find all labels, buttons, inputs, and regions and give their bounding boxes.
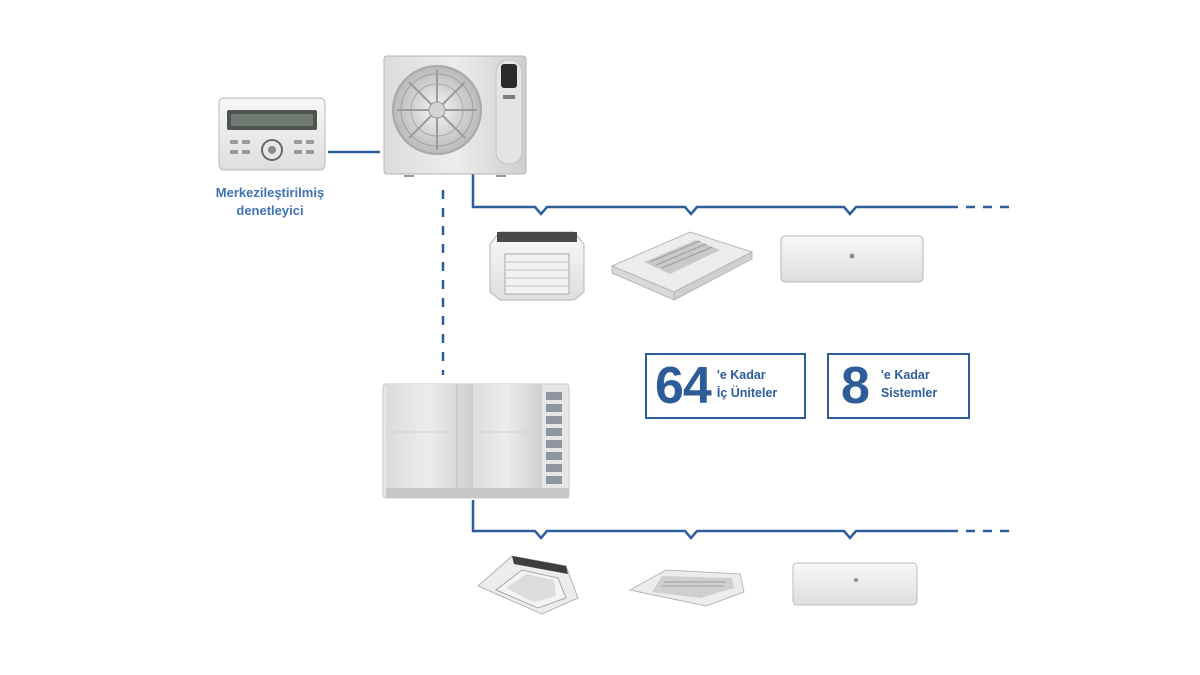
indoor-units-caption: 'e Kadar İç Üniteler	[717, 366, 777, 402]
systems-caption-line1: 'e Kadar	[880, 368, 930, 382]
controller-label: Merkezileştirilmiş denetleyici	[190, 184, 350, 220]
controller-label-line2: denetleyici	[236, 203, 304, 218]
indoor-units-caption-line2: İç Üniteler	[716, 386, 778, 400]
indoor-units-stat-box: 64 'e Kadar İç Üniteler	[645, 353, 806, 419]
systems-caption-line2: Sistemler	[880, 386, 938, 400]
vrf-outdoor-unit	[382, 383, 570, 499]
systems-number: 8	[841, 357, 870, 415]
indoor-units-number: 64	[655, 357, 712, 415]
indoor-units-caption-line1: 'e Kadar	[716, 368, 766, 382]
one-way-cassette-unit-top	[610, 231, 754, 301]
connection-lines	[328, 150, 1012, 540]
bottom-branch-line	[471, 500, 958, 540]
mini-outdoor-unit	[383, 55, 527, 177]
one-way-cassette-unit-bottom	[628, 569, 745, 607]
cassette-unit-bottom	[477, 555, 579, 615]
top-branch-line	[471, 172, 958, 216]
systems-caption: 'e Kadar Sistemler	[881, 366, 937, 402]
systems-stat-box: 8 'e Kadar Sistemler	[827, 353, 970, 419]
wall-mounted-unit-top	[780, 235, 924, 283]
cassette-unit-top	[489, 231, 585, 301]
controller-label-line1: Merkezileştirilmiş	[215, 185, 325, 200]
central-controller-device	[218, 97, 326, 171]
wall-mounted-unit-bottom	[792, 562, 918, 606]
